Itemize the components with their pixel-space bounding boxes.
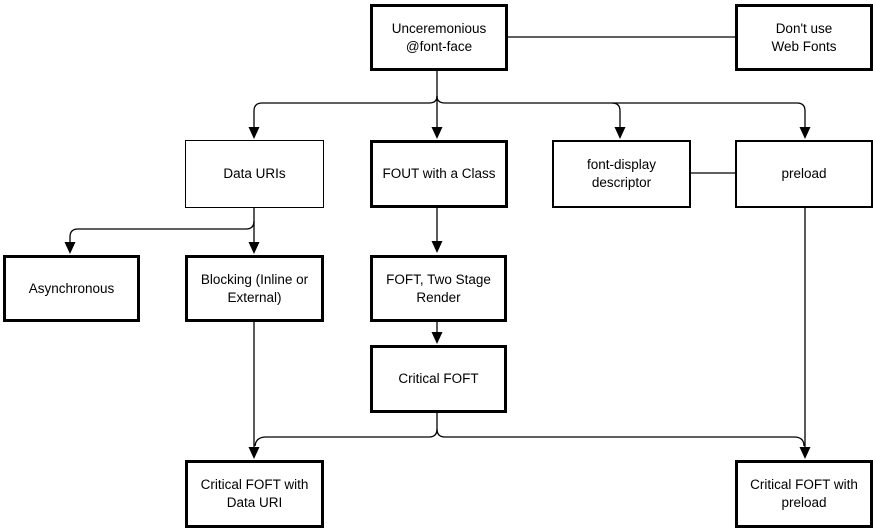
node-label: Critical FOFT with preload [750,477,858,510]
node-label: FOUT with a Class [382,166,496,182]
arrowhead-into-critical-foft-preload [799,447,811,459]
node-critical-foft: Critical FOFT [370,345,507,413]
node-critical-foft-with-data-uri: Critical FOFT with Data URI [185,460,324,528]
arrowhead-into-foft [431,241,443,253]
arrowhead-into-asynchronous [64,242,76,254]
node-label: Critical FOFT with Data URI [200,477,309,510]
node-label: Unceremonious @font-face [391,20,487,54]
node-font-display-descriptor: font-display descriptor [552,140,691,208]
edge-critical-foft-to-data-uri-arm [254,428,438,447]
node-label: Data URIs [223,166,286,182]
node-unceremonious-font-face: Unceremonious @font-face [370,4,508,71]
arrowhead-into-preload [799,127,811,139]
node-label: Critical FOFT [398,371,479,387]
node-critical-foft-with-preload: Critical FOFT with preload [735,460,873,528]
edge-unceremonious-to-preload [436,95,806,127]
edge-critical-foft-to-preload-arm [436,428,805,447]
node-label: preload [781,166,827,182]
arrowhead-into-font-display [614,127,626,139]
node-label: Asynchronous [28,280,115,296]
arrowhead-into-blocking [248,242,260,254]
edge-data-uris-to-asynchronous [69,220,255,242]
arrowhead-into-critical-foft [431,332,443,344]
node-label: Don't use Web Fonts [771,20,837,54]
arrowhead-into-fout [431,127,443,139]
node-preload: preload [735,140,873,208]
arrowhead-into-data-uris [248,127,260,139]
node-label: Blocking (Inline or External) [200,271,309,305]
node-fout-with-a-class: FOUT with a Class [370,140,508,208]
node-data-uris: Data URIs [185,140,324,208]
arrowhead-into-critical-foft-data-uri [248,447,260,459]
edge-unceremonious-to-data-uris [253,95,438,127]
node-dont-use-web-fonts: Don't use Web Fonts [735,4,873,71]
node-blocking-inline-or-external: Blocking (Inline or External) [185,255,324,322]
node-label: FOFT, Two Stage Render [386,271,491,305]
node-foft-two-stage-render: FOFT, Two Stage Render [370,255,507,322]
edge-unceremonious-to-font-display [611,102,621,127]
node-asynchronous: Asynchronous [3,255,140,322]
node-label: font-display descriptor [586,157,657,190]
